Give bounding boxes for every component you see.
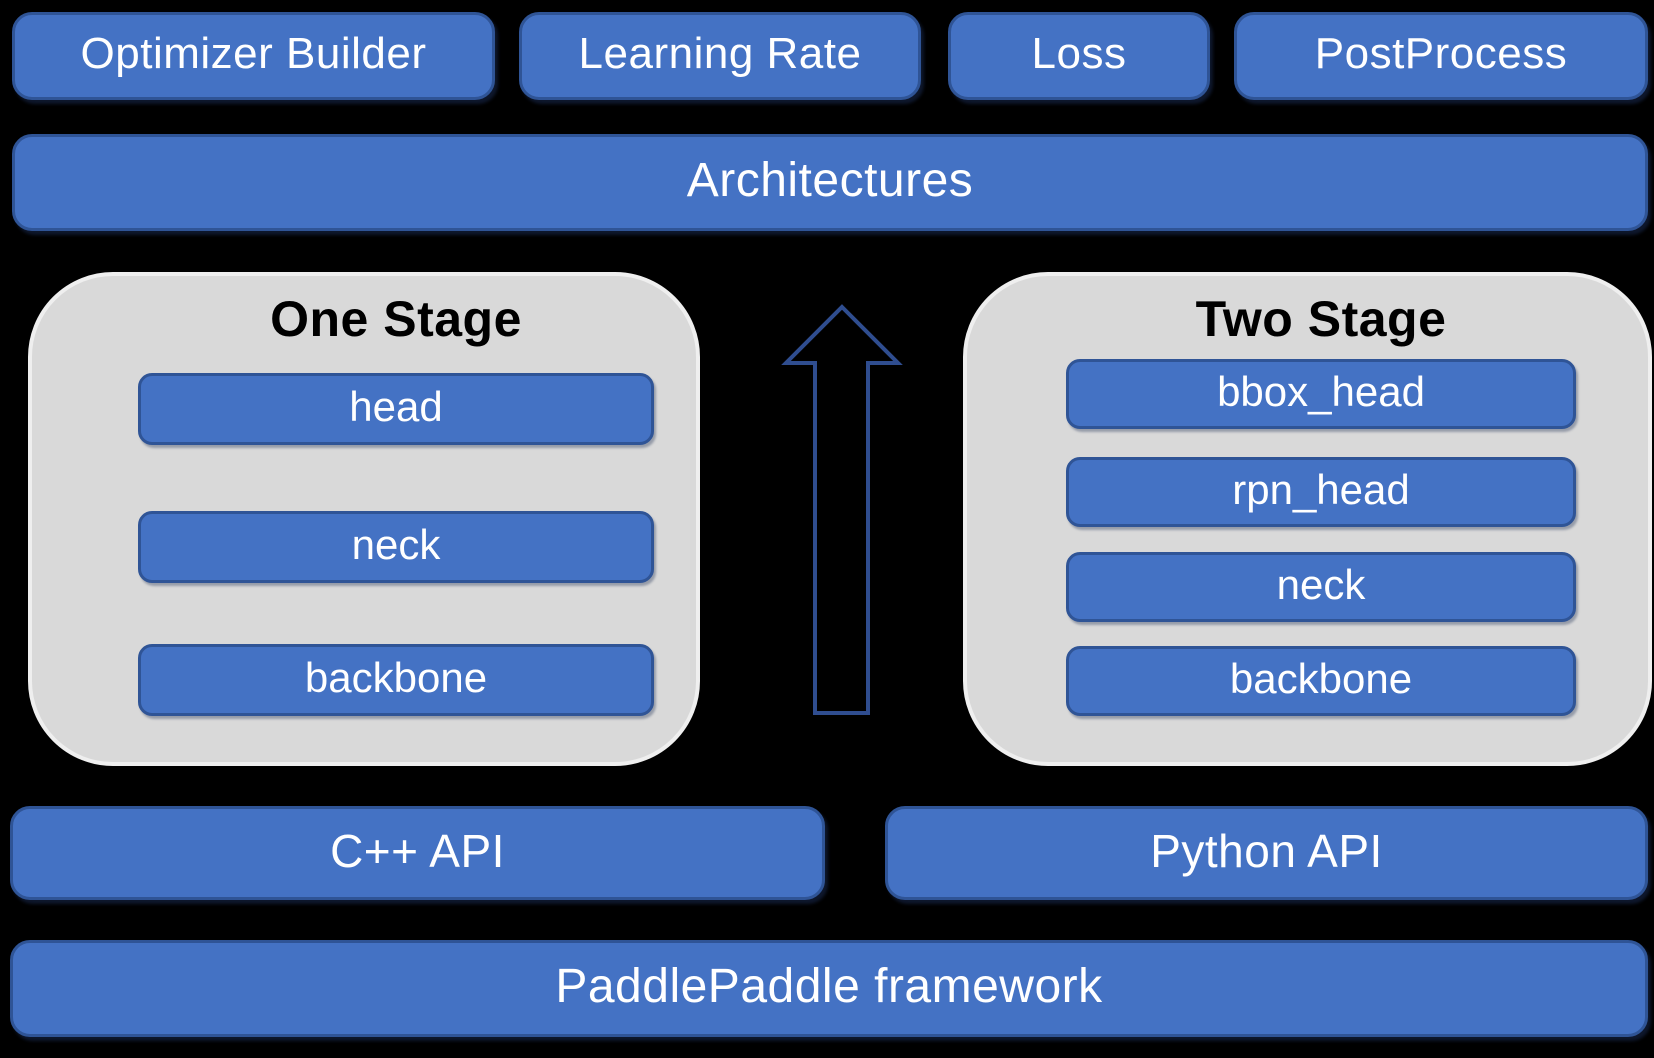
- layer-label: bbox_head: [1217, 368, 1425, 415]
- layer-label: backbone: [1229, 655, 1413, 702]
- layer-backbone: backbone: [138, 644, 654, 716]
- node-architectures: Architectures: [12, 134, 1648, 231]
- two-stage-title: Two Stage: [1195, 291, 1447, 347]
- node-label: Loss: [1031, 29, 1127, 78]
- node-learning-rate: Learning Rate: [519, 12, 921, 100]
- node-loss: Loss: [948, 12, 1210, 100]
- layer-label: backbone: [304, 654, 488, 701]
- node-cpp-api: C++ API: [10, 806, 825, 900]
- two-stage-group: Two Stage bbox_head rpn_head neck backbo…: [963, 272, 1652, 766]
- node-postprocess: PostProcess: [1234, 12, 1648, 100]
- node-label: Python API: [1150, 825, 1383, 877]
- node-label: Architectures: [686, 154, 974, 207]
- node-paddlepaddle-framework: PaddlePaddle framework: [10, 940, 1648, 1037]
- layer-label: neck: [1276, 561, 1366, 608]
- node-label: C++ API: [330, 825, 505, 877]
- layer-label: head: [349, 383, 443, 430]
- up-arrow-icon: [780, 300, 905, 720]
- layer-bbox-head: bbox_head: [1066, 359, 1576, 429]
- layer-neck: neck: [138, 511, 654, 583]
- node-optimizer-builder: Optimizer Builder: [12, 12, 495, 100]
- one-stage-title: One Stage: [270, 291, 522, 347]
- node-label: PaddlePaddle framework: [555, 960, 1103, 1013]
- layer-backbone: backbone: [1066, 646, 1576, 716]
- layer-label: rpn_head: [1232, 466, 1410, 513]
- node-label: PostProcess: [1314, 29, 1568, 78]
- layer-neck: neck: [1066, 552, 1576, 622]
- up-arrow-shape: [781, 304, 903, 715]
- node-label: Optimizer Builder: [80, 29, 427, 78]
- layer-label: neck: [351, 521, 441, 568]
- node-python-api: Python API: [885, 806, 1648, 900]
- node-label: Learning Rate: [578, 29, 862, 78]
- layer-rpn-head: rpn_head: [1066, 457, 1576, 527]
- one-stage-group: One Stage head neck backbone: [28, 272, 700, 766]
- layer-head: head: [138, 373, 654, 445]
